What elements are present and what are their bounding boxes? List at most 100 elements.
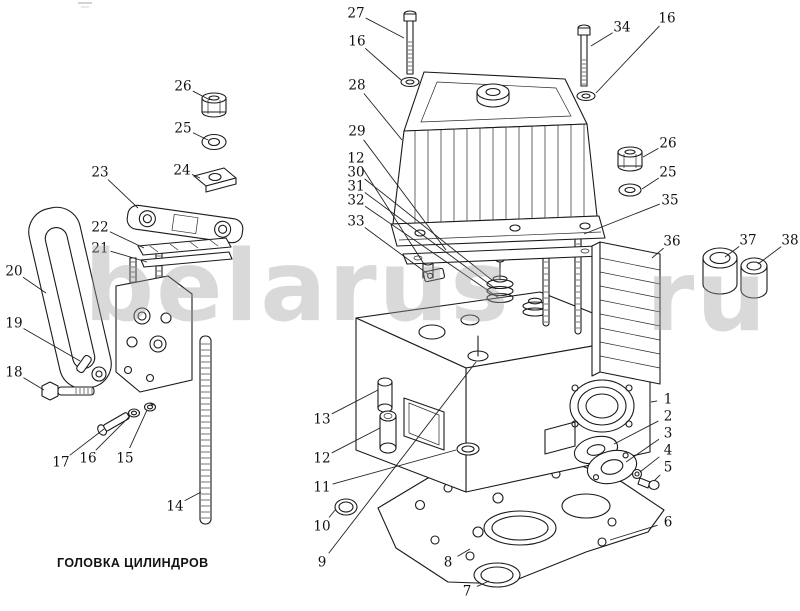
leader-line-2 xyxy=(613,420,659,445)
leader-line-37 xyxy=(724,246,740,258)
small-bolt xyxy=(637,477,660,491)
rocker-bracket-plate xyxy=(115,251,193,393)
callout-9: 9 xyxy=(318,555,327,571)
flat-washer xyxy=(400,76,420,88)
flat-washer xyxy=(127,408,141,418)
hex-nut xyxy=(617,146,643,172)
callout-36: 36 xyxy=(663,234,680,250)
leader-line-26 xyxy=(192,90,211,101)
callout-25: 25 xyxy=(174,121,191,137)
leader-line-26 xyxy=(642,147,659,158)
callout-20: 20 xyxy=(5,264,22,280)
oil-filler-cap xyxy=(476,83,510,108)
side-plate xyxy=(586,449,638,485)
spring-washer xyxy=(631,468,643,480)
leader-line-13 xyxy=(331,389,379,415)
callout-24: 24 xyxy=(173,163,190,179)
flat-washer xyxy=(576,90,596,102)
shim-strip xyxy=(140,251,233,268)
callout-26: 26 xyxy=(659,136,676,152)
leader-line-30 xyxy=(364,178,493,281)
callout-37: 37 xyxy=(739,233,756,249)
callout-30: 30 xyxy=(347,165,364,181)
leader-line-23 xyxy=(107,179,139,209)
rocker-bar xyxy=(126,204,244,244)
valve-collet xyxy=(423,267,445,283)
hex-nut xyxy=(201,92,227,118)
callout-18: 18 xyxy=(5,365,22,381)
callout-1: 1 xyxy=(664,392,673,408)
callout-12: 12 xyxy=(313,451,330,467)
callout-33: 33 xyxy=(347,214,364,230)
leader-line-25 xyxy=(192,132,209,141)
callout-15: 15 xyxy=(116,451,133,467)
leader-line-9 xyxy=(328,361,477,554)
pushrod-tube xyxy=(379,410,397,454)
callout-7: 7 xyxy=(463,584,472,600)
side-cover-plate xyxy=(591,241,661,385)
leader-line-34 xyxy=(590,32,613,47)
callout-12: 12 xyxy=(347,151,364,167)
callout-6: 6 xyxy=(664,515,673,531)
square-nut-plate xyxy=(193,167,237,193)
callout-16: 16 xyxy=(658,11,675,27)
hex-bolt xyxy=(41,381,95,401)
callout-13: 13 xyxy=(313,412,330,428)
leader-line-27 xyxy=(365,17,405,39)
cover-ribs xyxy=(414,124,585,223)
callout-27: 27 xyxy=(347,6,364,22)
callout-34: 34 xyxy=(613,20,630,36)
core-plug-small xyxy=(740,257,768,299)
leader-line-19 xyxy=(23,328,81,362)
leader-line-1 xyxy=(650,400,658,403)
thermostat-opening xyxy=(569,379,635,433)
leader-line-33 xyxy=(364,227,429,275)
leader-line-32 xyxy=(364,205,500,299)
leader-line-16 xyxy=(95,415,131,451)
core-plug-large xyxy=(702,247,738,295)
callout-8: 8 xyxy=(444,555,453,571)
leader-line-25 xyxy=(641,177,660,190)
long-stud xyxy=(199,335,212,525)
callout-16: 16 xyxy=(348,34,365,50)
water-seal-ring xyxy=(473,562,521,588)
long-bolt xyxy=(577,24,591,87)
callout-4: 4 xyxy=(664,443,673,459)
pivot-pin xyxy=(76,354,92,374)
long-bolt xyxy=(403,10,417,75)
leader-line-8 xyxy=(457,548,471,557)
leader-line-21 xyxy=(110,250,148,263)
leader-line-18 xyxy=(23,377,45,391)
lock-washer xyxy=(143,402,157,412)
leader-line-5 xyxy=(653,474,661,482)
valve-cover xyxy=(390,71,606,247)
callout-28: 28 xyxy=(348,78,365,94)
callout-19: 19 xyxy=(5,316,22,332)
callout-25: 25 xyxy=(659,165,676,181)
callout-14: 14 xyxy=(166,499,183,515)
leader-line-38 xyxy=(757,246,782,265)
callout-16: 16 xyxy=(79,451,96,467)
leader-line-35 xyxy=(583,203,660,235)
leader-line-16 xyxy=(595,25,660,94)
callout-5: 5 xyxy=(664,460,673,476)
leader-line-10 xyxy=(328,508,337,518)
callout-26: 26 xyxy=(174,79,191,95)
leader-line-15 xyxy=(129,409,148,449)
conical-washer xyxy=(618,183,642,197)
callout-11: 11 xyxy=(313,480,330,496)
seal-ring xyxy=(456,442,480,456)
conical-washer xyxy=(201,133,227,151)
callout-38: 38 xyxy=(781,233,798,249)
callout-31: 31 xyxy=(347,179,364,195)
leader-line-7 xyxy=(476,580,490,587)
leader-line-24 xyxy=(191,174,201,179)
diagram-caption: ГОЛОВКА ЦИЛИНДРОВ xyxy=(57,556,209,570)
leader-line-14 xyxy=(184,491,202,502)
callout-29: 29 xyxy=(348,124,365,140)
cylinder-stud xyxy=(542,251,550,327)
leader-line-22 xyxy=(109,231,145,249)
